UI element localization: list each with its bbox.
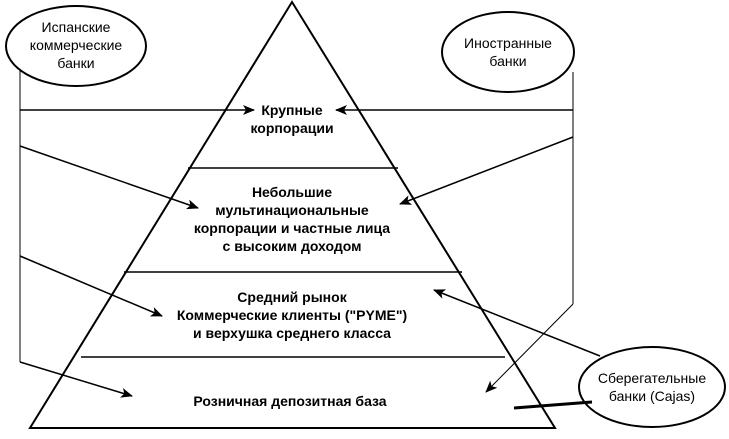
tier-1-line-1: Крупные xyxy=(261,102,323,118)
tier-2-line-3: корпорации и частные лица xyxy=(193,220,391,236)
tier-2-line-2: мультинациональные xyxy=(215,202,369,218)
spanish-banks-line-2: коммерческие xyxy=(29,37,123,53)
arrow-spanish-to-middle-market xyxy=(19,255,163,317)
tier-3-line-2: Коммерческие клиенты ("PYME") xyxy=(176,307,408,323)
arrow-spanish-to-retail xyxy=(19,361,133,398)
foreign-banks-line-2: банки xyxy=(489,53,527,69)
foreign-banks-ellipse xyxy=(441,11,575,93)
tier-2-line-4: с высоким доходом xyxy=(222,238,362,254)
spanish-banks-line-3: банки xyxy=(57,55,95,71)
foreign-banks-line-1: Иностранные xyxy=(464,35,552,51)
tier-large-corporations: Крупные корпорации xyxy=(222,101,362,137)
tier-3-line-1: Средний рынок xyxy=(237,289,347,305)
tier-retail-deposit-base: Розничная депозитная база xyxy=(180,392,400,410)
arrow-foreign-to-retail xyxy=(485,303,574,393)
pyramid-outline xyxy=(28,0,557,429)
foreign-banks-label: Иностранные банки xyxy=(448,34,568,70)
spanish-banks-ellipse xyxy=(5,5,147,87)
savings-banks-ellipse xyxy=(578,346,726,428)
savings-banks-line-2: банки (Cajas) xyxy=(608,388,696,404)
arrow-spanish-to-small-multinational xyxy=(19,145,199,210)
arrow-savings-to-middle-market xyxy=(433,289,601,357)
spanish-banks-line-1: Испанские xyxy=(41,19,111,35)
savings-banks-line-1: Сберегательные xyxy=(597,370,707,386)
spanish-banks-label: Испанские коммерческие банки xyxy=(16,18,136,72)
arrow-foreign-to-small-multinational xyxy=(399,136,574,205)
tier-2-line-1: Небольшие xyxy=(251,184,333,200)
savings-to-retail-connector xyxy=(513,400,593,410)
savings-banks-label: Сберегательные банки (Cajas) xyxy=(586,369,718,405)
tier-4-line-1: Розничная депозитная база xyxy=(193,393,387,409)
tier-small-multinationals: Небольшие мультинациональные корпорации … xyxy=(192,183,392,255)
tier-middle-market: Средний рынок Коммерческие клиенты ("PYM… xyxy=(166,288,418,342)
tier-3-line-3: и верхушка среднего класса xyxy=(193,325,391,341)
tier-1-line-2: корпорации xyxy=(250,120,334,136)
